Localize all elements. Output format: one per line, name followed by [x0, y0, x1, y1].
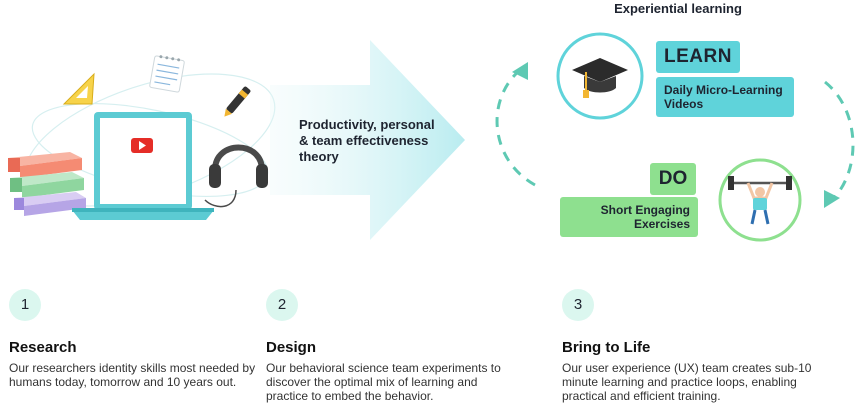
experiential-title: Experiential learning: [614, 1, 742, 16]
headphones-icon: [204, 144, 268, 208]
step-bring-to-life: 3 Bring to Life Our user experience (UX)…: [553, 289, 823, 403]
pen-icon: [224, 86, 251, 117]
learn-detail: Daily Micro-Learning Videos: [656, 77, 794, 117]
step-research: 1 Research Our researchers identity skil…: [0, 289, 270, 389]
learn-label: LEARN: [656, 41, 740, 73]
step-number: 3: [562, 289, 594, 321]
play-button-icon: [131, 138, 153, 153]
learning-cycle: [495, 32, 855, 242]
books-icon: [8, 152, 86, 216]
arrow-text: Productivity, personal & team effectiven…: [299, 117, 435, 164]
step-title: Design: [266, 339, 317, 356]
triangle-ruler-icon: [62, 72, 95, 105]
step-description: Our user experience (UX) team creates su…: [562, 361, 812, 403]
notepad-icon: [149, 55, 185, 93]
step-number: 1: [9, 289, 41, 321]
weightlifter-icon: [718, 158, 802, 242]
step-number: 2: [266, 289, 298, 321]
graduation-cap-icon: [556, 32, 644, 120]
step-title: Research: [9, 339, 77, 356]
step-description: Our researchers identity skills most nee…: [9, 361, 256, 389]
laptop-icon: [72, 112, 214, 220]
step-description: Our behavioral science team experiments …: [266, 361, 501, 403]
research-illustration: [8, 55, 276, 220]
cycle-arc-right: [824, 80, 855, 202]
step-title: Bring to Life: [562, 339, 651, 356]
cycle-arc-left: [495, 68, 536, 187]
do-label: DO: [650, 163, 696, 195]
cycle-arrowhead-left: [512, 62, 528, 80]
step-design: 2 Design Our behavioral science team exp…: [257, 289, 527, 403]
cycle-arrowhead-right: [824, 190, 840, 208]
design-arrow: [270, 40, 465, 240]
do-detail: Short Engaging Exercises: [560, 197, 698, 237]
